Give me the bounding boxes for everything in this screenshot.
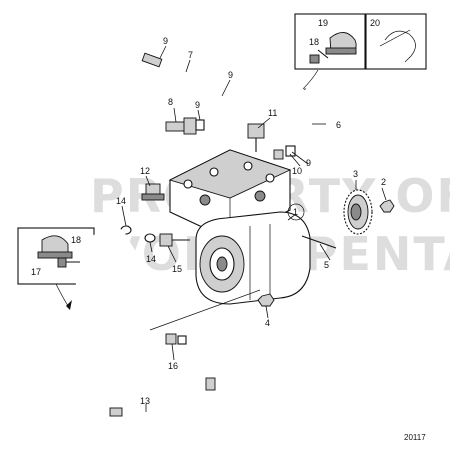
fitting-12-hex (141, 193, 165, 201)
callout-6: 6 (336, 120, 341, 130)
inset-pointer-top (301, 69, 319, 91)
callout-2: 2 (381, 177, 386, 187)
washer-9-mid (195, 119, 205, 131)
fitting-10 (273, 149, 284, 160)
pipe-13-sleeve (109, 407, 123, 417)
fitting-9-top (141, 52, 163, 68)
callout-8: 8 (168, 97, 173, 107)
compressor-body-1 (195, 211, 311, 305)
nut-2 (379, 199, 395, 213)
pipe-6 (227, 86, 317, 162)
inset-box-20 (365, 13, 427, 70)
clamp-base (325, 47, 357, 55)
nut-4 (257, 293, 275, 307)
fitting-16 (165, 333, 177, 345)
inset-clamp-detail (294, 13, 427, 70)
fitting-16-washer (177, 335, 187, 345)
gear-3 (343, 189, 373, 235)
elbow-11 (247, 123, 265, 139)
callout-9-top: 9 (163, 36, 168, 46)
callout-12: 12 (140, 166, 150, 176)
callout-1: 1 (293, 207, 298, 217)
pipe-13-nut (205, 377, 216, 391)
bolt-18-left-head (57, 257, 67, 268)
callout-17: 17 (31, 267, 41, 277)
bolt-18-head (309, 54, 320, 64)
callout-16: 16 (168, 361, 178, 371)
washer-14-right (144, 233, 156, 243)
callout-5: 5 (324, 260, 329, 270)
bolt-18-shank (317, 49, 329, 59)
stud-5 (301, 235, 337, 249)
callout-18-top: 18 (309, 37, 319, 47)
figure-number: 20117 (404, 433, 426, 442)
callout-1-ring (287, 203, 305, 221)
callout-15: 15 (172, 264, 182, 274)
bolt-15-head (159, 233, 173, 247)
callout-10: 10 (292, 166, 302, 176)
clamp-17-base (37, 251, 73, 259)
callout-9-tee: 9 (195, 100, 200, 110)
callout-20: 20 (370, 18, 380, 28)
strap-20 (379, 29, 416, 63)
inset-pointer-arrow (55, 283, 69, 307)
callout-9-hose: 9 (228, 70, 233, 80)
callout-3: 3 (353, 169, 358, 179)
callout-18-left: 18 (71, 235, 81, 245)
arrow-head (66, 300, 72, 310)
leader-lines (121, 45, 387, 412)
washer-9-right (285, 145, 296, 157)
callout-14-left: 14 (116, 196, 126, 206)
tee-8-body (183, 117, 197, 135)
leader-16-ref (149, 289, 261, 331)
callout-4: 4 (265, 318, 270, 328)
callout-7: 7 (188, 50, 193, 60)
callout-11: 11 (268, 108, 277, 118)
callout-9-right: 9 (306, 158, 311, 168)
callout-13: 13 (140, 396, 150, 406)
callout-14-right: 14 (146, 254, 156, 264)
callout-19: 19 (318, 18, 328, 28)
